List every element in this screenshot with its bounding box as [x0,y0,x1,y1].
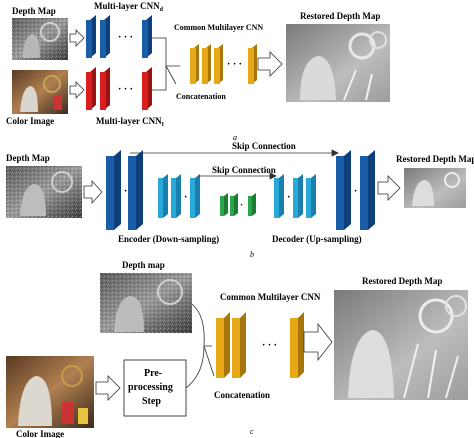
enc-layer-2 [128,150,143,230]
bottleneck-layer-1 [220,193,228,216]
dec-layer-5 [360,150,375,230]
panel-c-caption: c [250,427,254,436]
cnn-i-layer-3 [142,67,152,110]
cnn-d-layer-2 [100,15,110,58]
panel-a-depth-image [12,18,68,60]
panel-c-restored-label: Restored Depth Map [362,276,442,286]
panel-b-depth-image [6,166,82,218]
panel-c-preprocessing-line3: Step [142,396,161,407]
panel-c-common-label: Common Multilayer CNN [220,292,321,302]
panel-c-color-image-label: Color Image [16,429,64,438]
panel-b-skip-inner [198,172,277,180]
panel-a-cnn-d-label: Multi-layer CNNd [94,1,164,13]
panel-b-encoder-label: Encoder (Down-sampling) [118,234,219,244]
enc-dot-1: · [124,186,127,197]
panel-b: Depth Map · · · [6,141,474,259]
panel-c-preprocessing-line2: processing [128,382,173,393]
panel-a-hollow-arrow-depth [69,29,85,47]
panel-c-preprocessing-box [123,359,187,417]
enc-layer-3 [158,174,168,218]
panel-a-common-label: Common Multilayer CNN [174,23,263,32]
dec-dot-1: · [287,192,290,203]
panel-a-concat-lines [152,37,180,91]
panel-c-common-cnn-blocks: · · · [216,312,304,378]
panel-a: Depth Map Multi-layer CNNd · · · Color I… [6,1,390,142]
panel-b-skip-outer [130,149,339,157]
panel-a-cnn-i-blocks: · · · [86,67,152,110]
common-a-layer-4 [248,44,257,84]
cnn-d-layer-3 [142,15,152,58]
panel-b-hollow-arrow-input [83,179,103,205]
common-a-layer-2 [202,44,211,84]
panel-c-depth-map-label: Depth map [122,260,165,270]
enc-layer-1 [106,150,121,230]
bottleneck-layer-2 [230,193,238,216]
panel-a-caption: a [233,133,237,142]
common-a-ellipsis: · · · [227,59,242,70]
bottleneck-layer-3 [248,193,256,216]
panel-b-decoder-label: Decoder (Up-sampling) [272,234,362,244]
panel-b-skip-outer-label: Skip Connection [232,141,296,151]
panel-b-skip-inner-label: Skip Connection [212,165,276,175]
panel-a-color-image-label: Color Image [6,116,54,126]
enc-dot-2: · [184,192,187,203]
panel-c-concat-lines [185,303,215,389]
cnn-i-layer-1 [86,67,96,110]
enc-layer-4 [171,174,181,218]
dec-layer-3 [306,174,316,218]
panel-a-hollow-arrow-color [69,81,85,99]
cnn-d-ellipsis: · · · [118,32,133,43]
dec-layer-2 [293,174,303,218]
panel-c-hollow-arrow-output [303,322,333,362]
dec-layer-4 [336,150,351,230]
panel-a-color-image [12,70,68,114]
panel-c-preprocessing-line1: Pre- [144,368,162,379]
panel-b-hollow-arrow-output [377,175,401,201]
panel-c-depth-image [100,273,192,333]
panel-b-restored-image [404,168,466,208]
panel-b-caption: b [250,250,254,259]
panel-a-depth-map-label: Depth Map [12,6,56,16]
panel-a-restored-label: Restored Depth Map [300,11,380,21]
common-c-ellipsis: · · · [262,340,277,351]
panel-c-hollow-arrow-color [95,375,121,401]
panel-a-cnn-i-label: Multi-layer CNNI [96,116,165,128]
common-a-layer-3 [214,44,223,84]
panel-b-encoder-blocks: · · [106,150,200,230]
cnn-i-layer-2 [100,67,110,110]
common-c-layer-3 [290,312,304,378]
cnn-d-layer-1 [86,15,96,58]
panel-a-concat-label: Concatenation [176,92,226,101]
dec-layer-1 [274,174,284,218]
panel-a-hollow-arrow-output [257,51,283,77]
bottleneck-dot: · [240,200,243,210]
common-a-layer-1 [190,44,199,84]
panel-b-depth-map-label: Depth Map [6,153,50,163]
enc-layer-5 [190,174,200,218]
dec-dot-2: · [354,186,357,197]
common-c-layer-1 [216,312,230,378]
panel-b-decoder-blocks: · · [274,150,375,230]
panel-c: Depth map Color Image Pre- processing St… [6,260,468,438]
panel-c-concat-label: Concatenation [214,390,270,400]
cnn-i-ellipsis: · · · [118,84,133,95]
common-c-layer-2 [232,312,246,378]
panel-c-color-image [6,356,94,428]
panel-c-restored-image [334,290,468,400]
panel-a-cnn-d-blocks: · · · [86,15,152,58]
panel-b-bottleneck-blocks: · [220,193,256,216]
panel-b-restored-label: Restored Depth Map [396,154,474,164]
panel-a-restored-image [286,24,390,102]
panel-a-common-cnn-blocks: · · · [190,44,257,84]
